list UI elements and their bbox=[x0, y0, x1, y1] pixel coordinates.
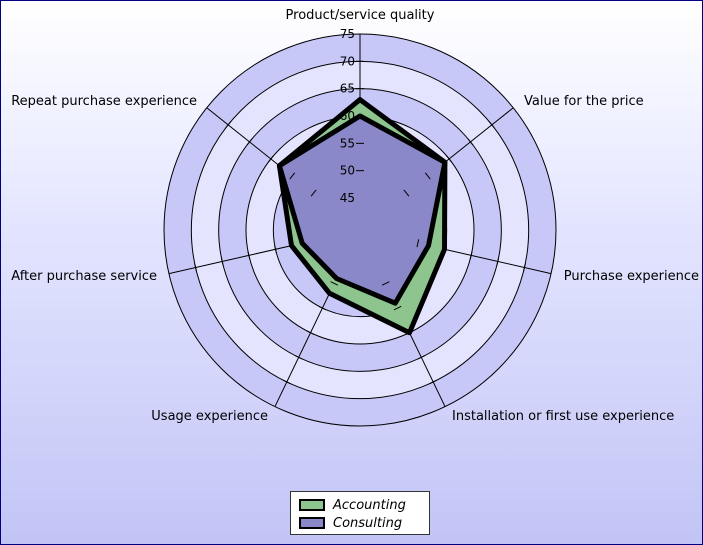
radar-tick-mark bbox=[330, 281, 339, 286]
axis-label-5: After purchase service bbox=[11, 269, 157, 284]
radar-tick-mark bbox=[488, 121, 495, 129]
radar-tick-mark bbox=[416, 239, 420, 248]
radar-tick-mark bbox=[467, 138, 474, 146]
radar-tick-mark bbox=[446, 155, 453, 163]
radar-tick-mark bbox=[274, 245, 277, 254]
radar-tick-mark bbox=[403, 189, 410, 197]
radar-tick-mark bbox=[289, 172, 296, 180]
radar-tick-mark bbox=[496, 257, 500, 266]
radar-tick-mark bbox=[246, 138, 253, 146]
axis-label-0: Product/service quality bbox=[286, 8, 435, 23]
legend-swatch-consulting bbox=[299, 517, 325, 529]
axis-label-3: Installation or first use experience bbox=[452, 409, 674, 424]
radar-ticks: 45 50 55 60 65 70 75 bbox=[194, 27, 526, 385]
radial-tick-label: 50 bbox=[340, 164, 355, 178]
radar-tick-mark bbox=[469, 251, 473, 260]
radial-tick-label: 60 bbox=[340, 109, 355, 123]
radar-tick-mark bbox=[300, 239, 304, 248]
radar-tick-mark bbox=[282, 379, 291, 385]
radar-tick-mark bbox=[443, 245, 446, 254]
radar-tick-mark bbox=[247, 251, 251, 260]
radial-tick-label: 65 bbox=[340, 82, 355, 96]
radar-tick-mark bbox=[306, 330, 315, 335]
radar-tick-mark bbox=[393, 305, 402, 311]
radar-tick-mark bbox=[194, 263, 197, 272]
radar-tick-mark bbox=[225, 121, 232, 129]
radar-tick-mark bbox=[220, 257, 224, 266]
legend-swatch-accounting bbox=[299, 499, 325, 511]
legend-item-consulting: Consulting bbox=[299, 514, 421, 532]
series-polygon-consulting bbox=[276, 113, 448, 306]
radar-tick-mark bbox=[429, 379, 438, 385]
radar-tick-mark bbox=[417, 355, 426, 360]
radar-tick-mark bbox=[424, 172, 431, 180]
axis-label-2: Purchase experience bbox=[564, 269, 699, 284]
radial-tick-label: 45 bbox=[340, 191, 355, 205]
radar-tick-mark bbox=[294, 355, 303, 360]
axis-label-1: Value for the price bbox=[524, 94, 644, 109]
radial-tick-label: 75 bbox=[340, 27, 355, 41]
radar-tick-mark bbox=[267, 155, 274, 163]
radar-tick-mark bbox=[318, 305, 327, 311]
radial-tick-label: 55 bbox=[340, 136, 355, 150]
radar-tick-mark bbox=[310, 189, 317, 197]
radar-tick-mark bbox=[405, 330, 414, 335]
radial-tick-label: 70 bbox=[340, 54, 355, 68]
radar-tick-mark bbox=[523, 263, 526, 272]
axis-label-6: Repeat purchase experience bbox=[11, 94, 197, 109]
legend-label-consulting: Consulting bbox=[333, 515, 403, 531]
legend-label-accounting: Accounting bbox=[333, 497, 406, 513]
legend: Accounting Consulting bbox=[290, 491, 430, 535]
radar-series bbox=[276, 97, 448, 336]
radar-tick-mark bbox=[381, 281, 390, 286]
axis-label-4: Usage experience bbox=[151, 409, 268, 424]
legend-item-accounting: Accounting bbox=[299, 496, 421, 514]
